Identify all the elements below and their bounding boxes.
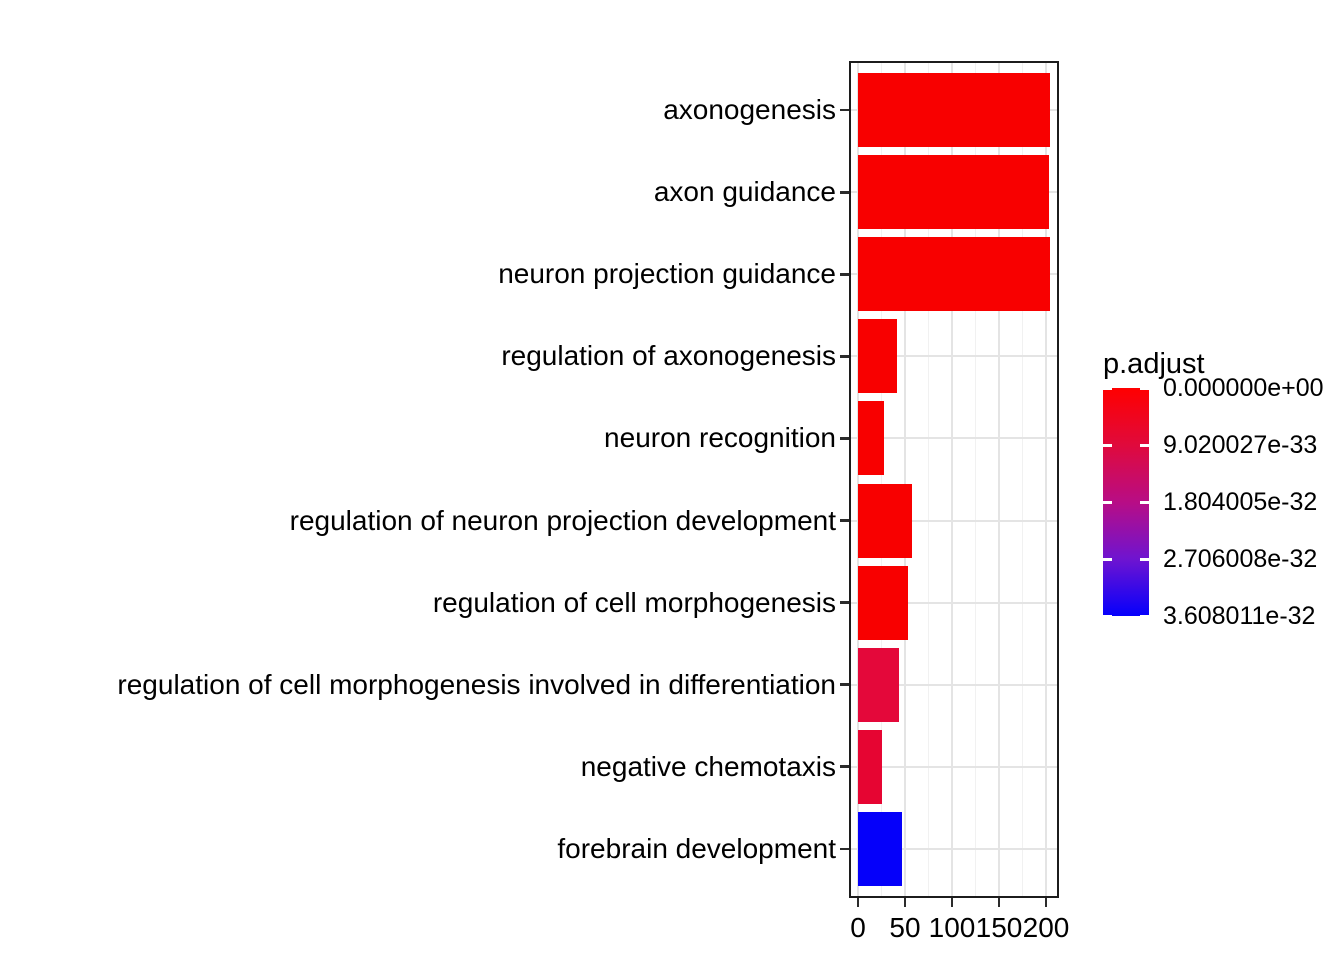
gridline-minor bbox=[974, 61, 977, 898]
legend-tick bbox=[1103, 443, 1112, 447]
y-axis-label: regulation of axonogenesis bbox=[501, 340, 836, 372]
gridline-major-y bbox=[849, 847, 1059, 850]
legend-tick bbox=[1140, 500, 1149, 504]
gridline-minor bbox=[880, 61, 883, 898]
x-axis-label: 150 bbox=[975, 912, 1023, 943]
x-tick bbox=[1044, 898, 1048, 907]
bar-neuron-projection-guidance bbox=[858, 237, 1050, 312]
legend-tick bbox=[1103, 614, 1112, 618]
gridline-minor bbox=[1021, 61, 1024, 898]
bar-regulation-of-cell-morphogenesis-involved-in-differentiation bbox=[858, 647, 900, 722]
y-tick bbox=[840, 847, 849, 850]
legend-title: p.adjust bbox=[1103, 348, 1205, 380]
x-axis-label: 100 bbox=[928, 912, 976, 943]
gridline-major-y bbox=[849, 765, 1059, 768]
x-tick bbox=[856, 898, 860, 907]
legend-colorbar bbox=[1103, 386, 1149, 618]
legend-label: 1.804005e-32 bbox=[1163, 488, 1318, 516]
y-tick bbox=[840, 355, 849, 358]
legend-tick bbox=[1103, 500, 1112, 504]
y-axis-label: neuron projection guidance bbox=[498, 258, 836, 290]
bar-regulation-of-axonogenesis bbox=[858, 319, 898, 394]
y-axis-label: regulation of cell morphogenesis involve… bbox=[117, 668, 836, 700]
legend-tick bbox=[1140, 557, 1149, 561]
x-tick bbox=[903, 898, 907, 907]
y-tick bbox=[840, 601, 849, 604]
plot-panel bbox=[849, 61, 1059, 898]
gridline-major bbox=[904, 61, 906, 898]
gridline-major bbox=[857, 61, 859, 898]
x-axis-label: 0 bbox=[850, 912, 866, 943]
gridline-major bbox=[998, 61, 1000, 898]
gridline-major-y bbox=[849, 355, 1059, 358]
y-axis-label: regulation of cell morphogenesis bbox=[432, 586, 836, 618]
y-axis-label: axonogenesis bbox=[663, 94, 836, 126]
y-axis-label: regulation of neuron projection developm… bbox=[289, 504, 836, 536]
legend-label: 2.706008e-32 bbox=[1163, 545, 1318, 573]
bar-negative-chemotaxis bbox=[858, 729, 882, 804]
y-tick bbox=[840, 437, 849, 440]
gridline-major-y bbox=[849, 519, 1059, 522]
bar-regulation-of-cell-morphogenesis bbox=[858, 565, 908, 640]
y-tick bbox=[840, 683, 849, 686]
gridline-minor bbox=[927, 61, 930, 898]
x-tick bbox=[950, 898, 954, 907]
y-tick bbox=[840, 519, 849, 522]
x-axis-label: 200 bbox=[1022, 912, 1070, 943]
gridline-major-y bbox=[849, 437, 1059, 440]
legend-label: 3.608011e-32 bbox=[1163, 602, 1316, 630]
legend-label: 0.000000e+00 bbox=[1163, 374, 1324, 402]
legend-tick bbox=[1140, 614, 1149, 618]
gridline-major bbox=[1045, 61, 1047, 898]
legend-tick bbox=[1140, 386, 1149, 390]
legend-label: 9.020027e-33 bbox=[1163, 431, 1318, 459]
gridline-major-y bbox=[849, 601, 1059, 604]
y-tick bbox=[840, 273, 849, 276]
gridline-major bbox=[951, 61, 953, 898]
y-tick bbox=[840, 108, 849, 112]
legend-tick bbox=[1103, 386, 1112, 390]
gridline-major-y bbox=[849, 683, 1059, 686]
bar-regulation-of-neuron-projection-development bbox=[858, 483, 912, 558]
x-tick bbox=[997, 898, 1001, 907]
legend-tick bbox=[1103, 557, 1112, 561]
bar-neuron-recognition bbox=[858, 401, 885, 476]
y-tick bbox=[840, 191, 849, 194]
bar-axonogenesis bbox=[858, 73, 1050, 148]
legend-tick bbox=[1140, 443, 1149, 447]
bar-forebrain-development bbox=[858, 811, 903, 886]
y-axis-label: neuron recognition bbox=[604, 422, 836, 454]
y-axis-label: forebrain development bbox=[557, 832, 836, 864]
x-axis-label: 50 bbox=[889, 912, 921, 943]
y-tick bbox=[840, 765, 849, 768]
y-axis-label: negative chemotaxis bbox=[580, 750, 836, 782]
bar-axon-guidance bbox=[858, 155, 1049, 230]
y-axis-label: axon guidance bbox=[653, 176, 836, 208]
